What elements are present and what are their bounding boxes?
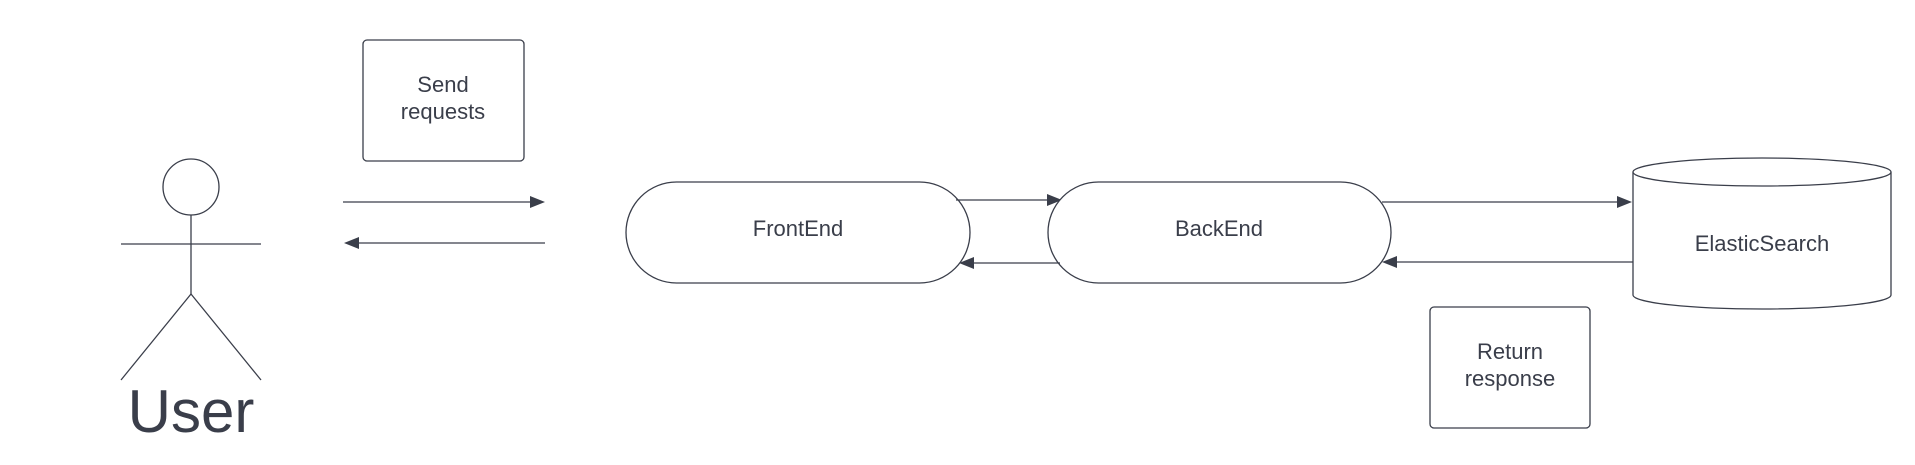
user-left-leg [120,293,192,381]
arrowhead [959,257,974,269]
send-requests-note: Send requests [362,39,525,162]
user-to-frontend-arrow [343,196,545,208]
frontend-label: FrontEnd [753,216,844,241]
send-requests-line-1: Send [417,72,468,97]
return-response-line-1: Return [1477,339,1543,364]
return-response-note: Return response [1429,306,1591,429]
frontend-to-user-arrow [344,237,545,249]
user-actor: User [120,158,262,445]
arrowhead [1047,194,1062,206]
backend-to-elasticsearch-arrow [1382,196,1632,208]
elasticsearch-node: ElasticSearch [1632,157,1892,310]
frontend-box [625,181,971,284]
backend-box [1047,181,1392,284]
backend-to-frontend-arrow [959,257,1060,269]
send-requests-line-2: requests [401,99,485,124]
return-response-box [1429,306,1591,429]
arrowhead [344,237,359,249]
database-cylinder-body [1632,172,1892,310]
user-right-leg [190,293,262,381]
return-response-line-2: response [1465,366,1556,391]
arrowhead [530,196,545,208]
frontend-to-backend-arrow [956,194,1062,206]
arrowhead [1617,196,1632,208]
elasticsearch-label: ElasticSearch [1695,231,1830,256]
frontend-node: FrontEnd [625,181,971,284]
user-head [162,158,220,216]
backend-label: BackEnd [1175,216,1263,241]
elasticsearch-to-backend-arrow [1382,256,1633,268]
arrowhead [1382,256,1397,268]
send-requests-box [362,39,525,162]
user-label: User [128,378,255,445]
database-cylinder-top [1632,157,1892,187]
backend-node: BackEnd [1047,181,1392,284]
